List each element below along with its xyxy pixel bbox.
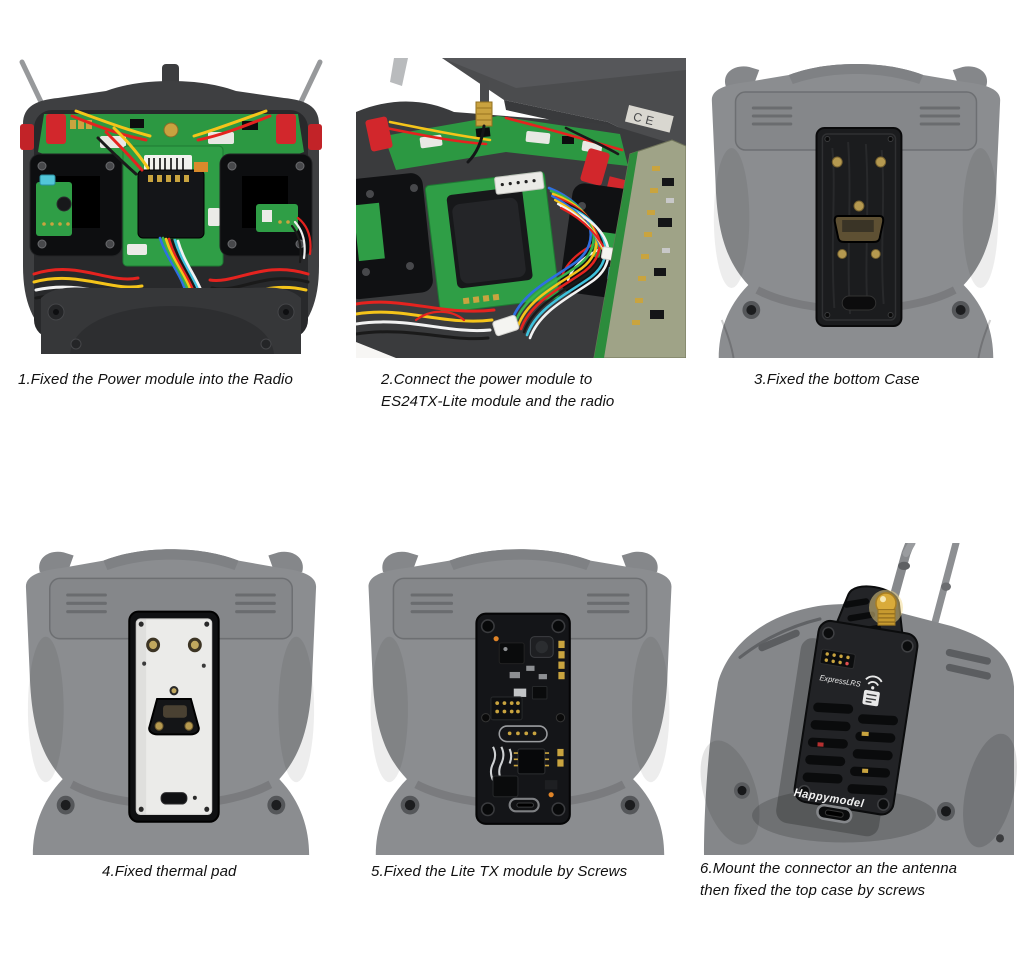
screw [551, 619, 566, 634]
sma-connector [869, 589, 903, 626]
door-vents [66, 593, 276, 614]
step-5-photo [354, 543, 686, 855]
power-module-pcb [122, 145, 224, 267]
screw-gold [831, 156, 843, 168]
screw [480, 802, 495, 817]
gimbal-right [219, 153, 313, 264]
screw [901, 639, 914, 653]
module-bay [815, 127, 903, 327]
screw [798, 784, 811, 798]
photo-step-6: ExpressLRS [700, 543, 1017, 855]
screw-gold [853, 200, 865, 212]
antennas [885, 543, 960, 630]
vent-slots [802, 702, 898, 796]
case-bottom [41, 287, 301, 354]
door-vents [410, 593, 630, 614]
jst-connector [492, 314, 520, 337]
foam-pad [452, 197, 526, 284]
lite-tx-pcb [475, 612, 571, 825]
gimbal-left-partial [356, 173, 433, 300]
rf-chip [517, 748, 546, 775]
screw [822, 626, 835, 640]
screw [877, 797, 890, 811]
gimbal-left [29, 153, 123, 257]
step-4-caption: 4.Fixed thermal pad [102, 863, 237, 880]
es24tx-lite-module [424, 171, 560, 314]
trim-pot [39, 174, 56, 186]
lower-wires [356, 300, 496, 341]
screw [480, 619, 495, 634]
hinge-bracket [390, 58, 408, 86]
photo-step-2: CE [356, 58, 686, 358]
usb-cutout [841, 295, 877, 311]
expresslrs-logo [862, 675, 883, 707]
pin-header [490, 696, 523, 721]
table-surface [356, 342, 396, 358]
screw-gold [875, 156, 887, 168]
step-4-photo [12, 543, 330, 855]
step-2-caption: 2.Connect the power module to ES24TX-Lit… [381, 371, 615, 410]
thermal-pad-assembly [128, 610, 220, 823]
side-pcb [593, 139, 686, 358]
ce-marking: CE [624, 104, 674, 133]
photo-step-5 [368, 549, 672, 855]
antenna-connector [466, 80, 493, 164]
toggle-switches [20, 114, 322, 150]
photo-step-4 [25, 549, 317, 855]
step-3-photo [698, 58, 1014, 358]
svg-text:CE: CE [632, 110, 659, 130]
photo-step-3 [711, 64, 1001, 358]
step-1-caption: 1.Fixed the Power module into the Radio [18, 371, 293, 388]
photo-step-1 [19, 59, 323, 354]
main-board [384, 116, 628, 170]
step-6-caption: 6.Mount the connector an the antenna the… [700, 860, 958, 899]
step-5-caption: 5.Fixed the Lite TX module by Screws [371, 863, 628, 880]
usb-cutout [160, 792, 188, 805]
step-6-photo: ExpressLRS [694, 543, 1024, 855]
step-1-photo [12, 58, 330, 358]
screw [551, 802, 566, 817]
step-2-photo: CE [356, 58, 686, 358]
step-3-caption: 3.Fixed the bottom Case [754, 371, 920, 388]
silkscreen-marks [489, 746, 513, 781]
mcu-chip [492, 775, 519, 798]
door-vents [751, 106, 961, 126]
rear-cover-flap: CE [442, 58, 686, 170]
